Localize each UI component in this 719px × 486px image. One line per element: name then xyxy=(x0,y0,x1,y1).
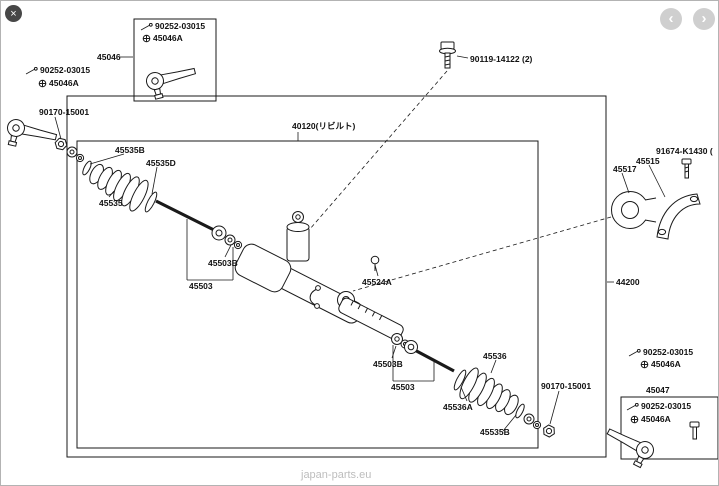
part-label-45536A: 45536A xyxy=(443,402,473,412)
bracket-grommet-drawing xyxy=(611,191,658,229)
part-label-90170-left: 90170-15001 xyxy=(39,107,90,117)
watermark: japan-parts.eu xyxy=(301,469,372,481)
prev-button[interactable]: ‹ xyxy=(660,8,682,30)
part-label-45503-upper: 45503 xyxy=(189,281,213,291)
bracket-bolt-drawing xyxy=(681,158,692,179)
kit-left-nut-label: 45046A xyxy=(142,33,183,43)
part-label-45535B-upper: 45535B xyxy=(115,145,145,155)
rack-end-lower-drawing xyxy=(391,333,455,373)
part-label-45535B-lower: 45535B xyxy=(480,427,510,437)
right-nut-number: 45046A xyxy=(651,359,681,369)
pin-icon xyxy=(626,402,639,411)
bracket-clamp-drawing xyxy=(656,193,701,240)
right-pin-label: 90252-03015 xyxy=(628,347,694,357)
rack-end-upper-drawing xyxy=(155,199,243,250)
part-label-45503B-lower: 45503B xyxy=(373,359,403,369)
kit-box-right xyxy=(620,396,718,460)
dashed-leaders xyxy=(302,70,612,292)
tie-rod-end-left-drawing xyxy=(3,117,85,163)
part-label-45524A: 45524A xyxy=(362,277,392,287)
left-pin-number: 90252-03015 xyxy=(40,65,91,75)
pin-icon xyxy=(140,22,153,31)
clamp-45524a-drawing xyxy=(370,255,380,265)
part-label-45536: 45536 xyxy=(483,351,507,361)
rack-housing-drawing xyxy=(234,211,404,341)
kit-right-pin-number: 90252-03015 xyxy=(641,401,692,411)
right-nut-label: 45046A xyxy=(640,359,681,369)
next-button[interactable]: › xyxy=(693,8,715,30)
right-pin-number: 90252-03015 xyxy=(643,347,694,357)
part-label-44200: 44200 xyxy=(616,277,640,287)
boot-left-drawing xyxy=(82,155,158,214)
close-button[interactable]: × xyxy=(5,5,22,22)
kit-left-nut-number: 45046A xyxy=(153,33,183,43)
part-label-91674: 91674-K1430 ( xyxy=(656,146,713,156)
part-label-45535: 45535 xyxy=(99,198,123,208)
kit-right-bolt-drawing xyxy=(689,421,700,440)
part-label-40120: 40120(リビルト) xyxy=(292,121,356,131)
part-label-45503B-upper: 45503B xyxy=(208,258,238,268)
leader-lines xyxy=(54,55,666,432)
bolt-90119-drawing xyxy=(439,41,456,69)
part-label-45503-lower: 45503 xyxy=(391,382,415,392)
part-label-45046: 45046 xyxy=(97,52,121,62)
kit-left-pin-number: 90252-03015 xyxy=(155,21,206,31)
castle-nut-icon xyxy=(640,360,649,369)
pin-icon xyxy=(628,348,641,357)
part-label-90119: 90119-14122 (2) xyxy=(470,54,533,64)
castle-nut-icon xyxy=(630,415,639,424)
kit-right-nut-number: 45046A xyxy=(641,414,671,424)
left-pin-label: 90252-03015 xyxy=(25,65,91,75)
tie-rod-end-kit-left-drawing xyxy=(144,62,200,101)
left-nut-number: 45046A xyxy=(49,78,79,88)
kit-left-pin-label: 90252-03015 xyxy=(140,21,206,31)
kit-right-nut-label: 45046A xyxy=(630,414,671,424)
castle-nut-icon xyxy=(38,79,47,88)
part-label-45517: 45517 xyxy=(613,164,637,174)
part-label-45515: 45515 xyxy=(636,156,660,166)
part-label-45047: 45047 xyxy=(646,385,670,395)
left-nut-label: 45046A xyxy=(38,78,79,88)
pin-icon xyxy=(25,66,38,75)
kit-right-pin-label: 90252-03015 xyxy=(626,401,692,411)
castle-nut-icon xyxy=(142,34,151,43)
inner-assembly-box xyxy=(76,140,539,449)
boot-right-drawing xyxy=(453,365,558,439)
part-label-90170-right: 90170-15001 xyxy=(541,381,592,391)
outer-assembly-box xyxy=(66,95,607,458)
tie-rod-end-right-drawing xyxy=(599,423,657,471)
part-label-45535D: 45535D xyxy=(146,158,176,168)
kit-box-left xyxy=(133,18,217,102)
